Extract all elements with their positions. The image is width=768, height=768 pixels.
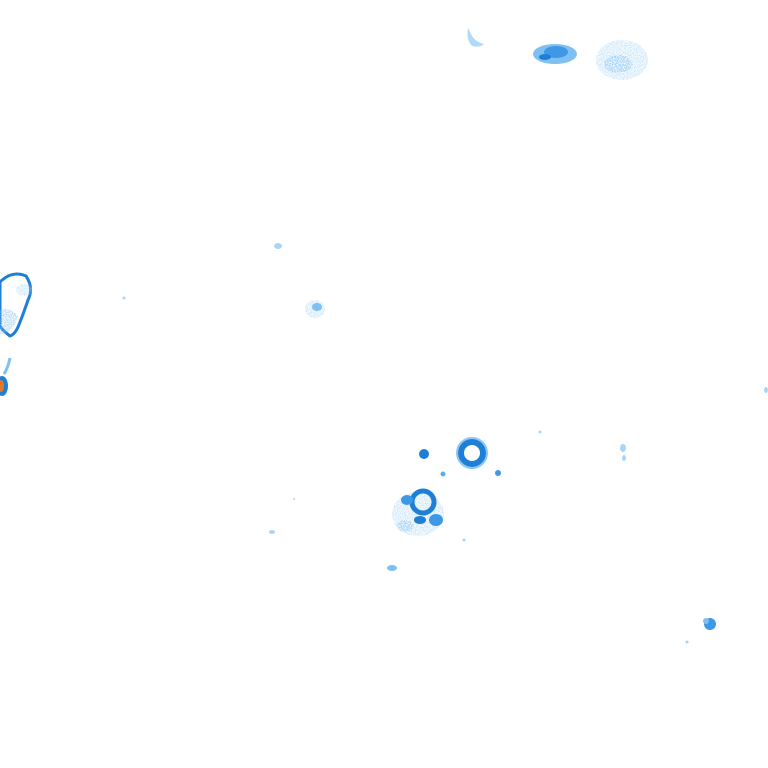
precip-cell-left-edge bbox=[0, 272, 33, 396]
precip-cell-top-left bbox=[467, 28, 484, 47]
precip-cell-top-right bbox=[596, 40, 648, 80]
precip-cell-mid-left bbox=[305, 300, 325, 318]
precip-cell-lower-right bbox=[685, 618, 716, 644]
precip-cell-top-center bbox=[533, 44, 577, 64]
precip-cell-right-scatter bbox=[538, 387, 768, 461]
precip-cell-central-large bbox=[392, 488, 444, 536]
precip-cell-ring bbox=[456, 437, 488, 469]
precip-cell-dot bbox=[419, 449, 501, 477]
precip-cell-small-upper bbox=[122, 243, 282, 300]
precip-cell-lower-small bbox=[269, 498, 466, 571]
